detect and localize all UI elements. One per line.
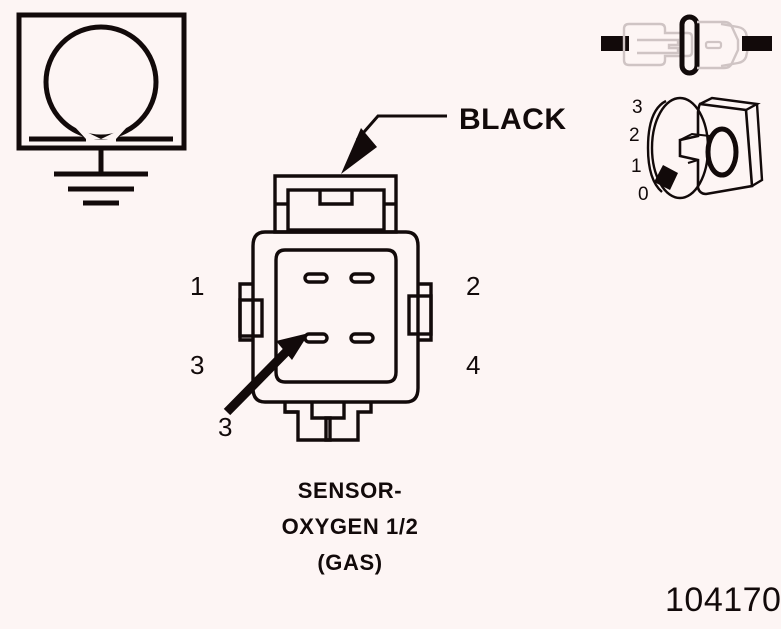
- scale-label-0: 0: [638, 184, 649, 205]
- terminal-slot-1: [303, 272, 329, 284]
- connector-seal: [679, 14, 700, 76]
- key-marker: [654, 165, 678, 190]
- black-wire-label: BLACK: [459, 103, 567, 136]
- part-number: 104170: [665, 581, 781, 619]
- terminal-slot-2: [349, 272, 375, 284]
- right-wire-lead: [742, 36, 772, 51]
- scale-label-2: 2: [629, 125, 640, 146]
- pin-number-3: 3: [190, 350, 205, 380]
- caption-line-2: OXYGEN 1/2: [281, 514, 419, 539]
- pin-number-1: 1: [190, 271, 205, 301]
- pin-number-2: 2: [466, 271, 481, 301]
- pin-number-4: 4: [466, 350, 481, 380]
- cavity-3-callout-label: 3: [218, 412, 233, 442]
- black-wire-callout-leader: [341, 114, 447, 174]
- terminal-slot-4: [349, 332, 375, 344]
- left-wire-lead: [601, 36, 629, 51]
- connector-3d-view: [646, 96, 764, 200]
- caption-line-3: (GAS): [317, 550, 383, 575]
- connector-caption: SENSOR- OXYGEN 1/2 (GAS): [0, 473, 700, 581]
- black-arrowhead: [341, 128, 377, 174]
- scale-label-1: 1: [631, 156, 642, 177]
- cavity-3-callout-arrow: [223, 333, 309, 416]
- ohmmeter-symbol: [16, 12, 187, 206]
- terminal-slot-3: [303, 332, 329, 344]
- scale-label-3: 3: [632, 97, 643, 118]
- connector-mating-icon: [601, 14, 772, 76]
- main-connector-body: [238, 174, 433, 442]
- cavity-3-arrowhead: [276, 333, 309, 360]
- face-zero-glyph: [705, 126, 739, 178]
- caption-line-1: SENSOR-: [297, 478, 403, 503]
